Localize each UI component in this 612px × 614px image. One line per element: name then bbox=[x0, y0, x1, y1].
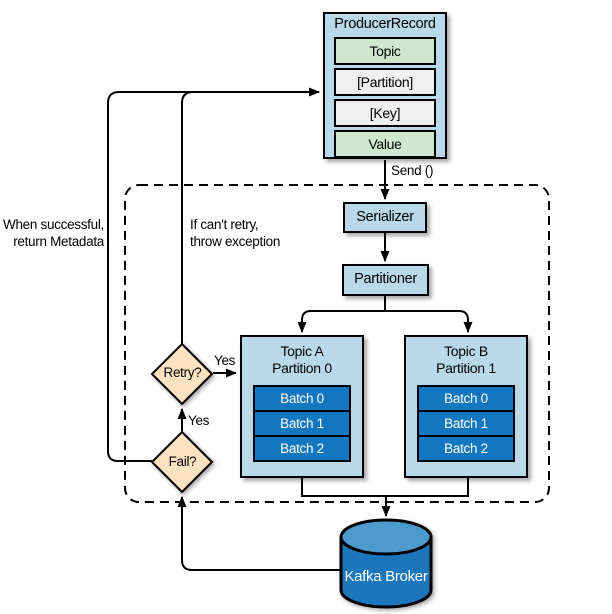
batch-row: Batch 0 bbox=[417, 385, 515, 412]
send-label: Send () bbox=[391, 163, 434, 178]
topic-a-name: Topic A bbox=[280, 343, 324, 359]
success-note: When successful, return Metadata bbox=[2, 216, 104, 250]
topic-b-name: Topic B bbox=[444, 343, 488, 359]
throw-note-line2: throw exception bbox=[190, 234, 281, 249]
batch-row: Batch 1 bbox=[253, 410, 351, 437]
producer-record-box: ProducerRecord Topic [Partition] [Key] V… bbox=[323, 12, 447, 159]
topic-b-partition: Partition 1 bbox=[436, 360, 496, 376]
throw-exception-note: If can't retry, throw exception bbox=[190, 216, 310, 250]
throw-note-line1: If can't retry, bbox=[190, 217, 259, 232]
success-note-line1: When successful, bbox=[3, 217, 104, 232]
field-value: Value bbox=[334, 129, 436, 158]
batch-row: Batch 1 bbox=[417, 410, 515, 437]
topic-a-title: Topic A Partition 0 bbox=[242, 337, 362, 377]
kafka-broker-label: Kafka Broker bbox=[344, 568, 428, 585]
yes-label-retry: Yes bbox=[214, 353, 236, 368]
field-key: [Key] bbox=[334, 98, 436, 127]
producer-record-title: ProducerRecord bbox=[334, 16, 436, 32]
topic-a-partition-0-box: Topic A Partition 0 Batch 0 Batch 1 Batc… bbox=[240, 335, 364, 478]
serializer-box: Serializer bbox=[343, 202, 427, 233]
field-topic: Topic bbox=[334, 36, 436, 65]
batch-row: Batch 2 bbox=[253, 435, 351, 462]
retry-label: Retry? bbox=[163, 365, 202, 380]
broker-to-fail-arrow bbox=[177, 496, 341, 571]
field-partition: [Partition] bbox=[334, 67, 436, 96]
producer-boundary-dashed-rect bbox=[124, 184, 550, 503]
topics-merge-line bbox=[301, 478, 469, 497]
yes-label-fail: Yes bbox=[188, 413, 210, 428]
success-return-arrow bbox=[107, 87, 320, 462]
batch-row: Batch 0 bbox=[253, 385, 351, 412]
branch-to-topic-a-arrow bbox=[297, 310, 385, 333]
success-note-line2: return Metadata bbox=[13, 234, 104, 249]
topic-b-batches: Batch 0 Batch 1 Batch 2 bbox=[417, 385, 515, 462]
kafka-broker-cylinder bbox=[339, 518, 433, 609]
topic-b-title: Topic B Partition 1 bbox=[406, 337, 526, 377]
topic-a-batches: Batch 0 Batch 1 Batch 2 bbox=[253, 385, 351, 462]
topic-b-partition-1-box: Topic B Partition 1 Batch 0 Batch 1 Batc… bbox=[404, 335, 528, 478]
throw-exception-line bbox=[181, 91, 194, 344]
retry-decision-diamond bbox=[150, 342, 214, 406]
partitioner-box: Partitioner bbox=[342, 264, 429, 296]
producer-record-fields: Topic [Partition] [Key] Value bbox=[334, 36, 436, 158]
fail-decision-diamond bbox=[150, 430, 214, 494]
fail-label: Fail? bbox=[168, 454, 197, 469]
branch-to-topic-b-arrow bbox=[385, 310, 473, 333]
batch-row: Batch 2 bbox=[417, 435, 515, 462]
topic-a-partition: Partition 0 bbox=[272, 360, 332, 376]
